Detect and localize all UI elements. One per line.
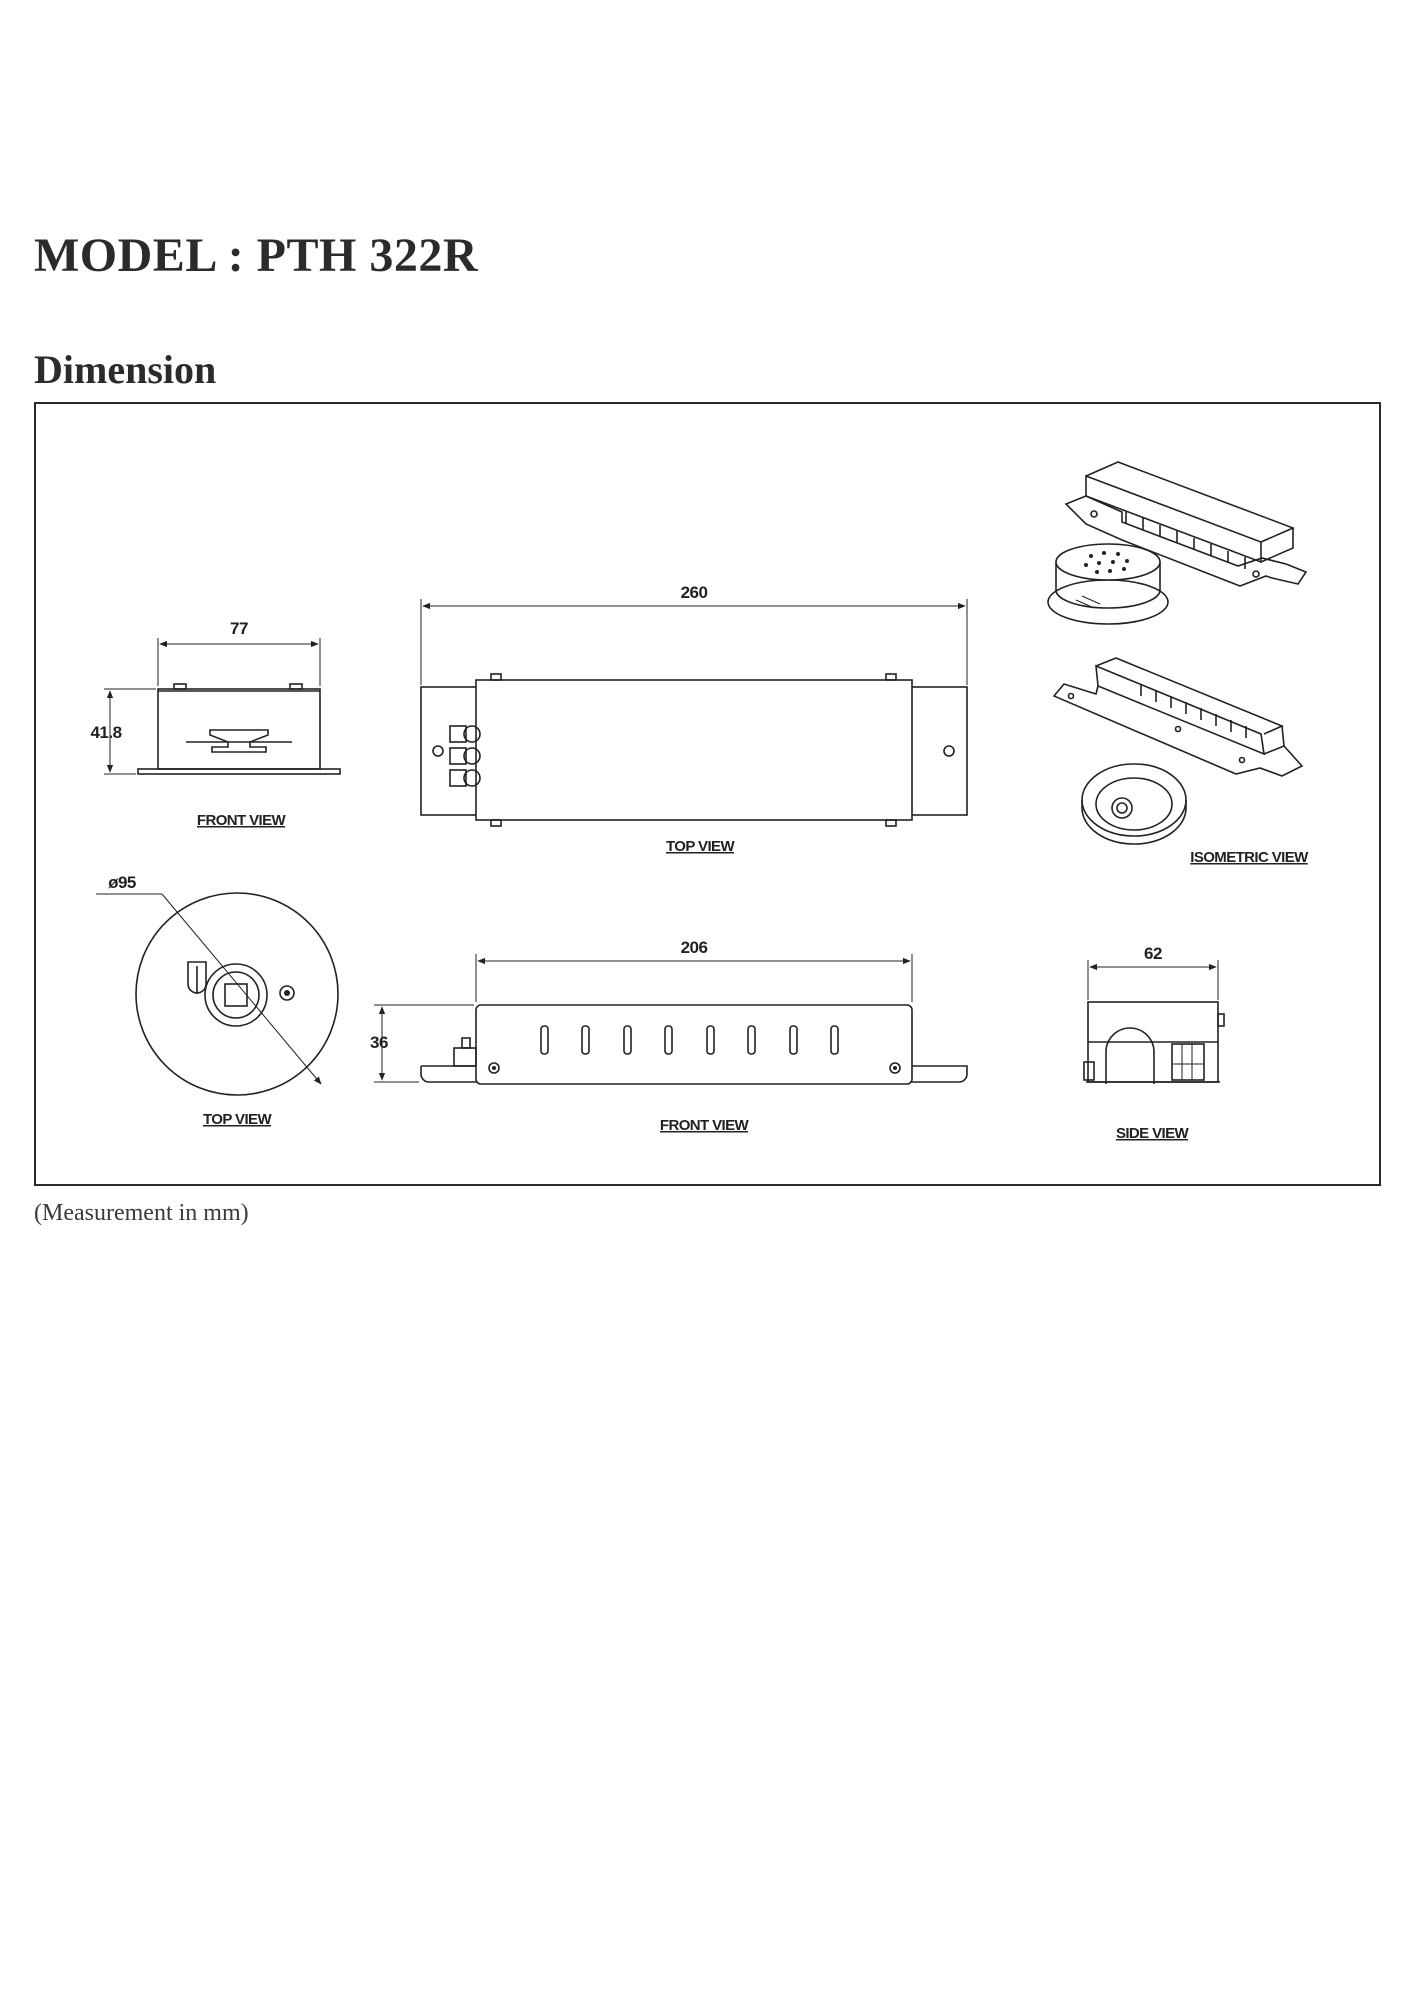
isometric-view: ISOMETRIC VIEW [1047, 461, 1310, 866]
dimension-drawing: 77 41.8 FRONT VIEW 260 TOP VIEW [34, 402, 1381, 1186]
sensor-width-dimension: 77 [230, 619, 248, 638]
driver-side-view: 62 SIDE VIEW [1083, 944, 1225, 1142]
driver-body-length-dimension: 206 [681, 938, 708, 957]
sensor-top-view-label: TOP VIEW [203, 1111, 272, 1128]
technical-drawing: 77 41.8 FRONT VIEW 260 TOP VIEW [90, 461, 1310, 1142]
driver-top-view-label: TOP VIEW [666, 838, 735, 855]
driver-length-dimension: 260 [681, 583, 708, 602]
driver-front-view-label: FRONT VIEW [660, 1117, 750, 1134]
measurement-note: (Measurement in mm) [34, 1200, 249, 1226]
section-title: Dimension [34, 347, 217, 392]
driver-front-view: 206 36 FRONT VIEW [370, 938, 968, 1134]
sensor-front-view-label: FRONT VIEW [197, 812, 287, 829]
sensor-top-view: ø95 TOP VIEW [96, 873, 339, 1128]
sensor-diameter-dimension: ø95 [108, 873, 136, 892]
sensor-front-view: 77 41.8 FRONT VIEW [90, 619, 341, 829]
page-title: MODEL : PTH 322R [34, 229, 479, 282]
isometric-view-label: ISOMETRIC VIEW [1190, 849, 1309, 866]
sensor-height-dimension: 41.8 [90, 723, 121, 742]
driver-height-dimension: 36 [370, 1033, 388, 1052]
driver-width-dimension: 62 [1144, 944, 1162, 963]
driver-top-view: 260 TOP VIEW [420, 583, 968, 855]
driver-side-view-label: SIDE VIEW [1116, 1125, 1190, 1142]
